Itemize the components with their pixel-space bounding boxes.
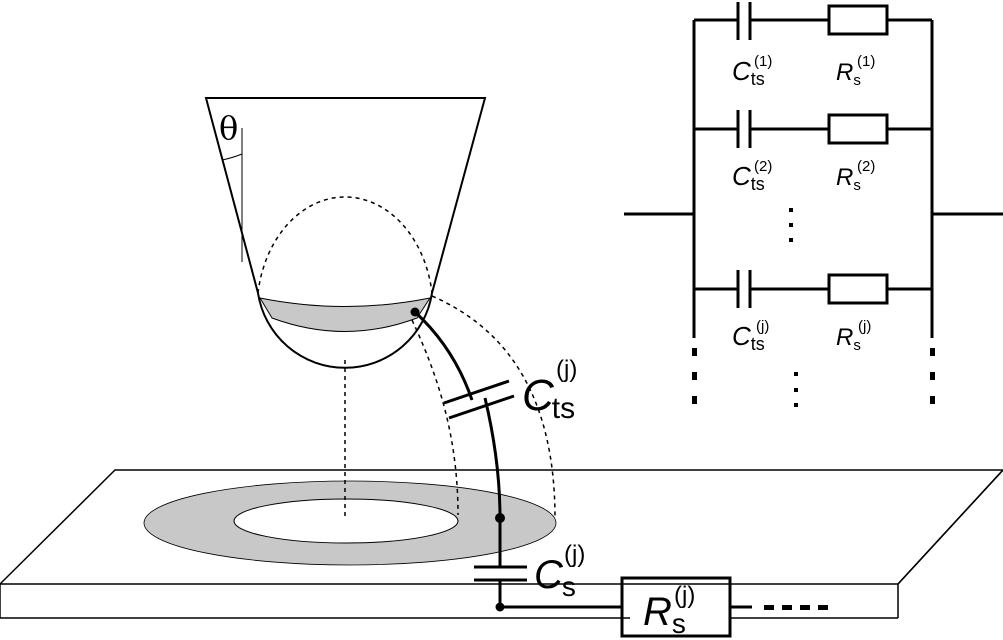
angle-arc [221, 153, 243, 161]
sample-surface-node [495, 513, 505, 523]
annular-ring [143, 480, 557, 566]
outer-field-line [431, 295, 556, 519]
tip-contact-node [410, 307, 420, 317]
tip-capacitor-label: Cts(j) [522, 356, 577, 425]
circuit-branch-1 [694, 2, 932, 40]
sample-bottom-node [495, 602, 505, 612]
sample-capacitor-label: Cs(j) [534, 541, 585, 602]
circuit-ellipsis-middle [789, 208, 793, 242]
branch-1-resistor-label: Rs(1) [836, 53, 875, 89]
branch-2-resistor-label: Rs(2) [836, 158, 875, 194]
circuit-branch-j [694, 270, 932, 308]
field-lines [344, 295, 556, 520]
equivalent-circuit [624, 2, 1003, 338]
tip [204, 97, 487, 369]
inner-field-line [411, 319, 459, 516]
branch-2-capacitor-label: Cts(2) [732, 158, 772, 194]
branch-1-capacitor-label: Cts(1) [732, 53, 772, 89]
tip-capacitor-plate-1 [443, 379, 510, 405]
circuit-ellipsis-bottom [692, 348, 935, 407]
sample-resistor-label: Rs(j) [643, 582, 695, 639]
branch-j-resistor-label: Rs(j) [836, 318, 871, 354]
path-segment-upper [413, 310, 474, 401]
circuit-branch-2 [694, 110, 932, 148]
branch-j-capacitor-label: Cts(j) [732, 318, 769, 354]
path-segment-lower [483, 397, 502, 519]
current-path [413, 310, 752, 638]
tip-capacitor-plate-2 [448, 394, 515, 420]
continuation-dashes [764, 605, 828, 610]
angle-label: θ [219, 109, 238, 147]
